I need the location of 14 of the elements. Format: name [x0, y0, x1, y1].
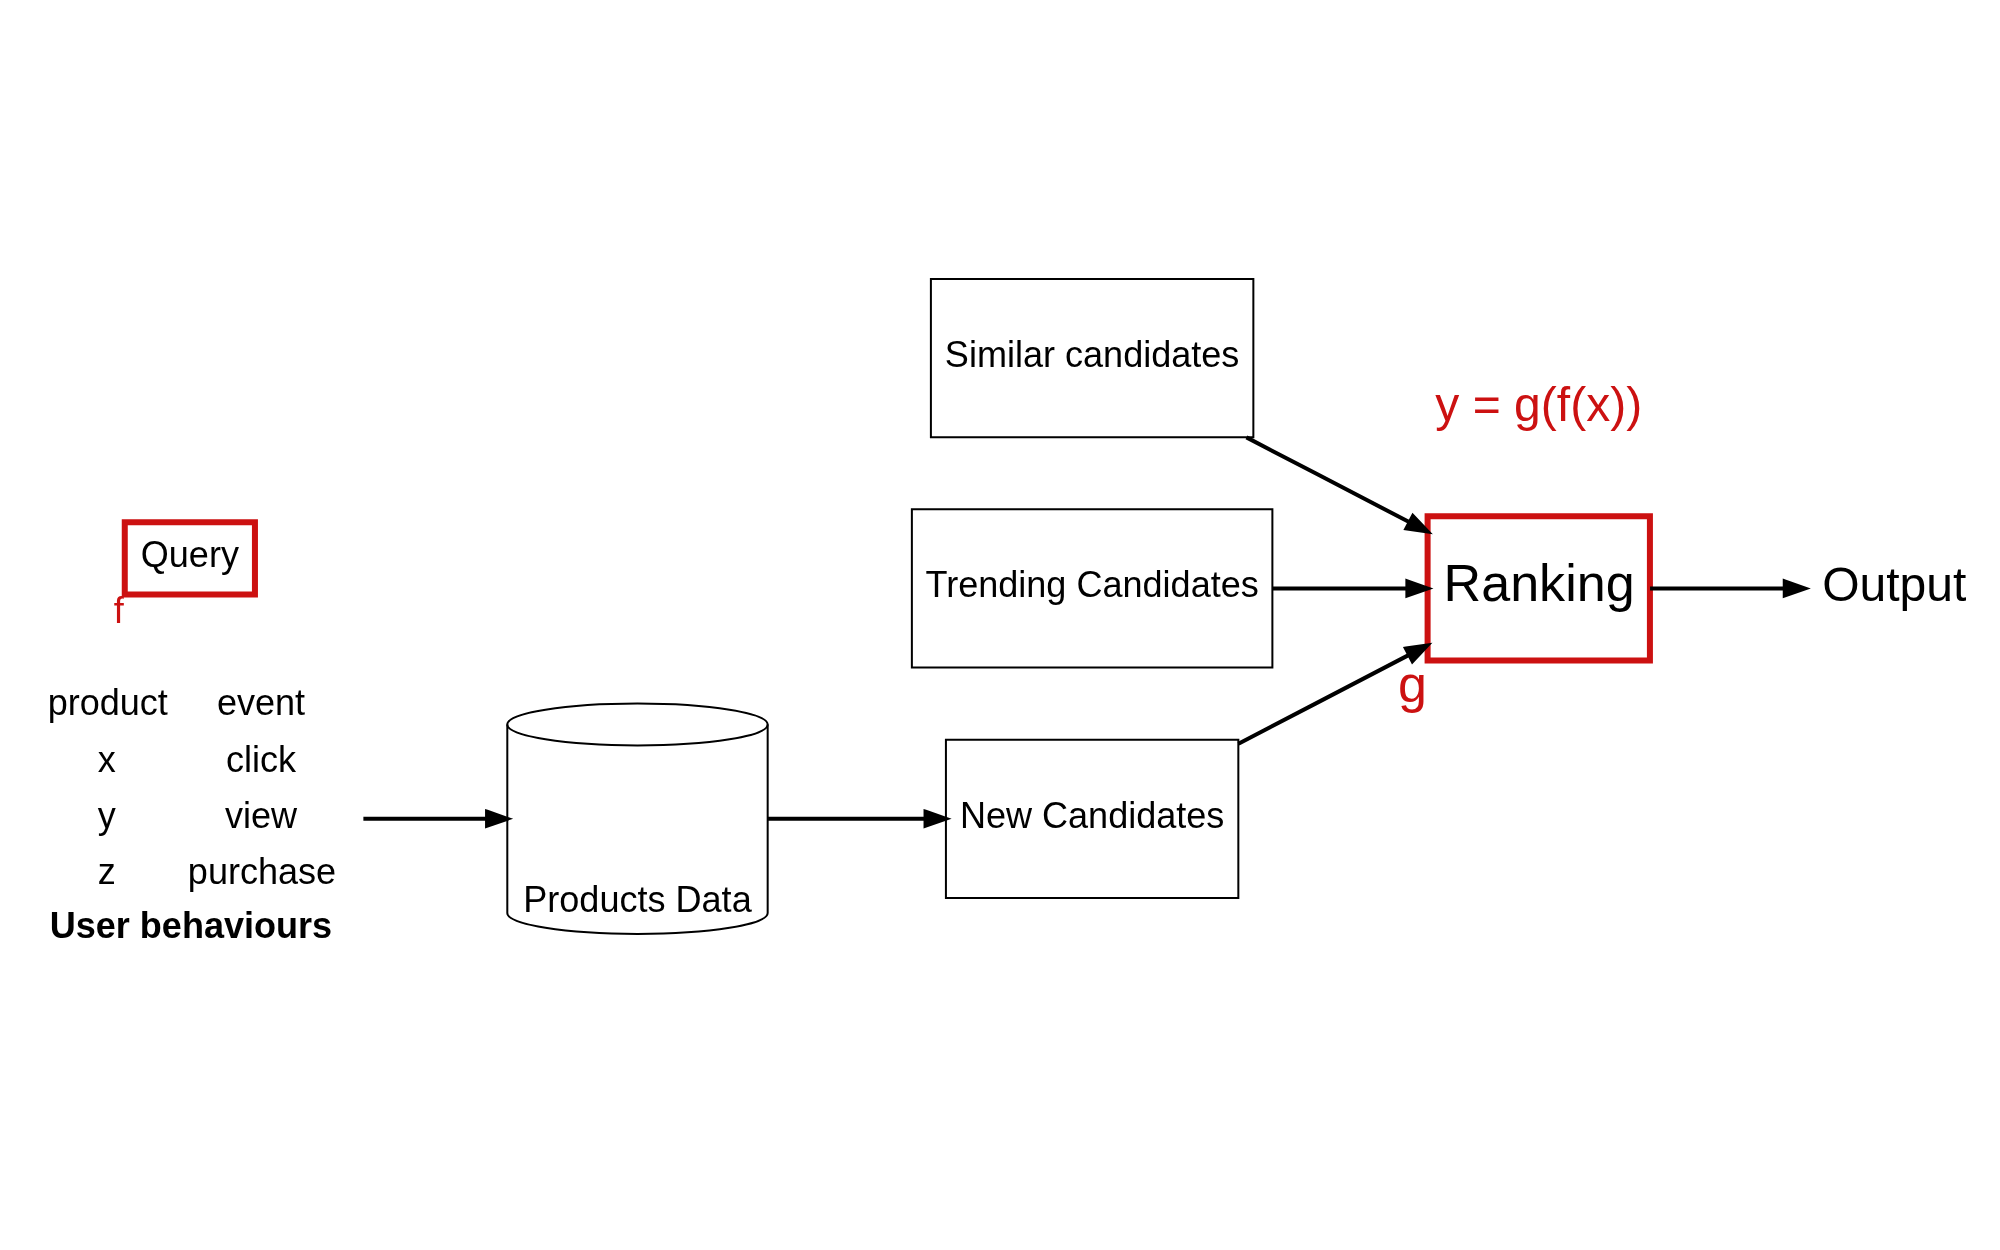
arrow	[363, 808, 514, 829]
arrow	[1237, 642, 1433, 746]
node-box: Similar candidates	[929, 278, 1255, 439]
label: y = g(f(x))	[1435, 376, 1643, 431]
node-text: Output	[1822, 556, 1967, 611]
arrow	[1245, 435, 1433, 535]
arrow	[1272, 578, 1434, 599]
arrow	[768, 808, 952, 829]
node-label: f	[113, 590, 124, 632]
node-box: New Candidates	[944, 738, 1240, 899]
arrow	[1650, 578, 1811, 599]
node-box: Trending Candidates	[910, 508, 1274, 669]
node-text: product event x click y view z purchase User behaviours	[47, 682, 337, 946]
node-box: Ranking	[1424, 513, 1653, 664]
